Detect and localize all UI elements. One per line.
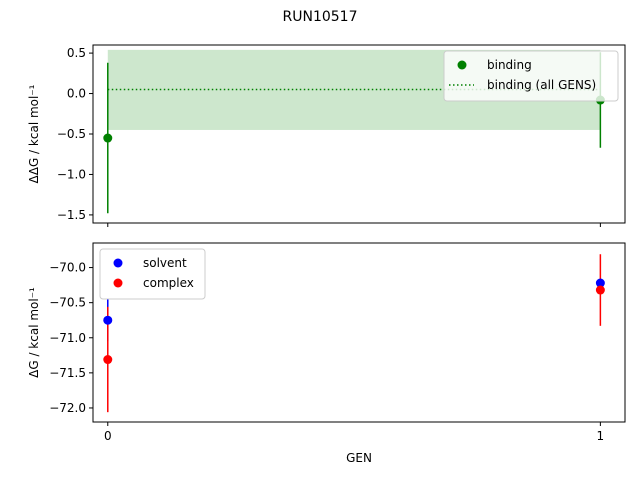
- plot-panel-1: [103, 254, 605, 413]
- y-tick-label: −1.0: [57, 167, 86, 181]
- y-tick-label: −70.0: [49, 261, 86, 275]
- y-tick-label: −72.0: [49, 401, 86, 415]
- y-tick-label: 0.5: [67, 46, 86, 60]
- data-point: [595, 285, 605, 295]
- data-point: [103, 315, 113, 325]
- legend-label: complex: [143, 276, 194, 290]
- legend-0: binding binding (all GENS): [443, 50, 619, 102]
- y-axis-label: ΔG / kcal mol⁻¹: [27, 287, 41, 378]
- data-point: [595, 278, 605, 288]
- legend-label: binding: [487, 58, 532, 72]
- legend-swatch: [113, 278, 123, 288]
- legend-box: [99, 248, 206, 300]
- legend-1: solvent complex: [99, 248, 206, 300]
- chart-title: RUN10517: [283, 9, 358, 25]
- y-tick-label: −71.5: [49, 366, 86, 380]
- x-axis-label: GEN: [346, 451, 372, 465]
- y-tick-label: −70.5: [49, 296, 86, 310]
- legend-swatch: [457, 60, 467, 70]
- data-point: [103, 133, 113, 143]
- y-axis-label: ΔΔG / kcal mol⁻¹: [27, 84, 41, 183]
- data-point: [103, 355, 113, 365]
- axes-frame-1: [92, 242, 626, 423]
- x-tick-label: 1: [597, 429, 605, 443]
- y-tick-label: 0.0: [67, 87, 86, 101]
- legend-label: binding (all GENS): [487, 78, 596, 92]
- legend-label: solvent: [143, 256, 187, 270]
- y-tick-label: −0.5: [57, 127, 86, 141]
- legend-swatch: [113, 258, 123, 268]
- y-tick-label: −71.0: [49, 331, 86, 345]
- x-tick-label: 0: [104, 429, 112, 443]
- y-tick-label: −1.5: [57, 208, 86, 222]
- legend-box: [443, 50, 619, 102]
